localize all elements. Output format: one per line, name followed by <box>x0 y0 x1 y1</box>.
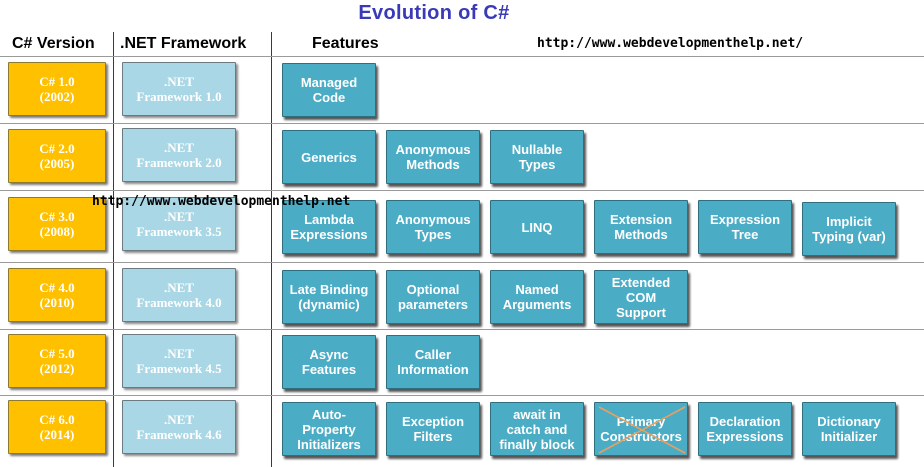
feature-box-async-features: Async Features <box>282 335 376 389</box>
feature-box-auto-property-initializers: Auto- Property Initializers <box>282 402 376 456</box>
framework-box-3-5: .NET Framework 3.5 <box>122 197 236 251</box>
feature-box-caller-information: Caller Information <box>386 335 480 389</box>
framework-box-4-6: .NET Framework 4.6 <box>122 400 236 454</box>
framework-box-4-0: .NET Framework 4.0 <box>122 268 236 322</box>
column-divider-version <box>113 32 114 467</box>
feature-box-generics: Generics <box>282 130 376 184</box>
framework-box-4-5: .NET Framework 4.5 <box>122 334 236 388</box>
feature-box-dictionary-initializer: Dictionary Initializer <box>802 402 896 456</box>
row-divider <box>0 190 924 191</box>
version-box-csharp-6-0: C# 6.0 (2014) <box>8 400 106 454</box>
feature-box-anonymous-types: Anonymous Types <box>386 200 480 254</box>
row-divider <box>0 56 924 57</box>
feature-box-extended-com-support: Extended COM Support <box>594 270 688 324</box>
feature-box-declaration-expressions: Declaration Expressions <box>698 402 792 456</box>
header-csharp-version: C# Version <box>12 35 95 52</box>
header-features: Features <box>312 35 379 52</box>
version-box-csharp-1-0: C# 1.0 (2002) <box>8 62 106 116</box>
row-divider <box>0 262 924 263</box>
feature-box-implicit-typing: Implicit Typing (var) <box>802 202 896 256</box>
feature-box-expression-tree: Expression Tree <box>698 200 792 254</box>
feature-box-managed-code: Managed Code <box>282 63 376 117</box>
watermark-url-middle: http://www.webdevelopmenthelp.net <box>92 194 351 209</box>
header-net-framework: .NET Framework <box>120 35 247 52</box>
column-divider-framework <box>271 32 272 467</box>
watermark-url-top: http://www.webdevelopmenthelp.net/ <box>537 36 804 51</box>
feature-label-primary-constructors: Primary Constructors <box>600 414 682 444</box>
version-box-csharp-3-0: C# 3.0 (2008) <box>8 197 106 251</box>
feature-box-nullable-types: Nullable Types <box>490 130 584 184</box>
row-divider <box>0 395 924 396</box>
feature-box-lambda-expressions: Lambda Expressions <box>282 200 376 254</box>
feature-box-named-arguments: Named Arguments <box>490 270 584 324</box>
row-divider <box>0 329 924 330</box>
feature-box-optional-parameters: Optional parameters <box>386 270 480 324</box>
page-title: Evolution of C# <box>358 2 510 24</box>
feature-box-exception-filters: Exception Filters <box>386 402 480 456</box>
feature-box-anonymous-methods: Anonymous Methods <box>386 130 480 184</box>
framework-box-2-0: .NET Framework 2.0 <box>122 128 236 182</box>
feature-box-linq: LINQ <box>490 200 584 254</box>
feature-box-primary-constructors: Primary Constructors <box>594 402 688 456</box>
feature-box-late-binding: Late Binding (dynamic) <box>282 270 376 324</box>
version-box-csharp-4-0: C# 4.0 (2010) <box>8 268 106 322</box>
feature-box-await-in-catch-finally: await in catch and finally block <box>490 402 584 456</box>
feature-box-extension-methods: Extension Methods <box>594 200 688 254</box>
version-box-csharp-2-0: C# 2.0 (2005) <box>8 129 106 183</box>
framework-box-1-0: .NET Framework 1.0 <box>122 62 236 116</box>
row-divider <box>0 123 924 124</box>
version-box-csharp-5-0: C# 5.0 (2012) <box>8 334 106 388</box>
